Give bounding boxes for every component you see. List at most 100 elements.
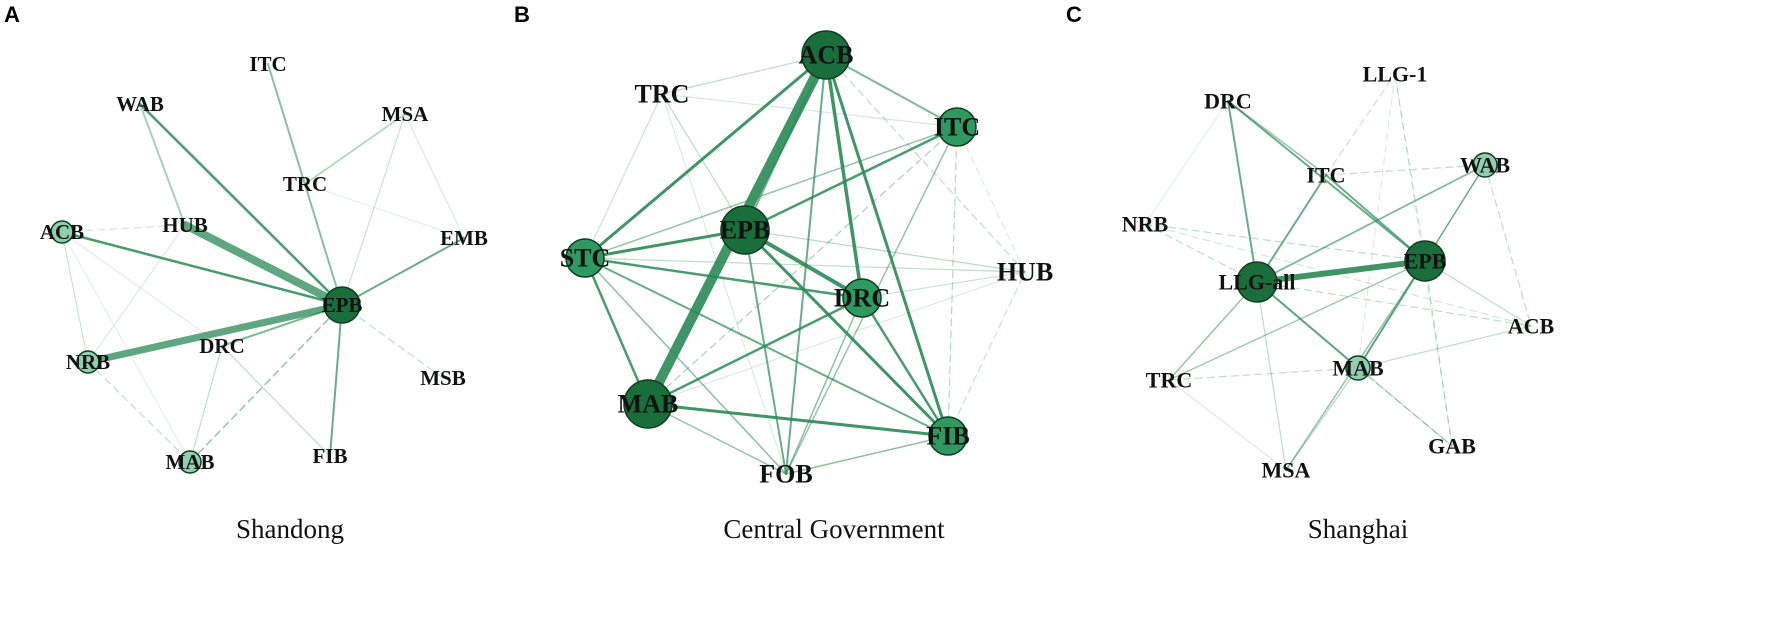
edge-llgall-epb bbox=[1254, 258, 1428, 285]
node-label-drc: DRC bbox=[199, 334, 245, 358]
edges-shandong bbox=[60, 63, 465, 463]
edge-wab-acb bbox=[1484, 164, 1532, 327]
edge-hub-nrb bbox=[87, 224, 186, 363]
node-label-trc: TRC bbox=[283, 172, 327, 196]
edge-nrb-drc bbox=[1144, 100, 1229, 225]
node-epb: EPB bbox=[322, 286, 363, 324]
node-label-gab: GAB bbox=[1428, 434, 1476, 459]
node-itc: ITC bbox=[249, 52, 286, 76]
edge-trc-msa bbox=[304, 113, 406, 185]
node-circle-acb bbox=[50, 220, 74, 244]
node-llgall: LLG-all bbox=[1218, 261, 1296, 303]
caption-central-government: Central Government bbox=[723, 514, 945, 544]
edge-fib-epb bbox=[329, 304, 343, 457]
panel-letter-c: C bbox=[1066, 2, 1082, 27]
edge-acb-hub bbox=[61, 224, 186, 233]
edge-trc-msa bbox=[1168, 379, 1287, 471]
edge-itc-epb bbox=[267, 63, 343, 306]
node-trc: TRC bbox=[1146, 368, 1192, 393]
node-circle-llgall bbox=[1236, 261, 1278, 303]
edge-stc-mab bbox=[583, 256, 650, 406]
edge-acb-mab bbox=[61, 231, 191, 463]
edge-emb-epb bbox=[341, 237, 465, 306]
node-itc: ITC bbox=[934, 107, 980, 147]
edge-acb-drc bbox=[824, 53, 864, 300]
node-label-trc: TRC bbox=[635, 80, 690, 109]
node-acb: ACB bbox=[40, 220, 84, 244]
edge-itc-fib bbox=[947, 126, 958, 437]
edge-stc-fib bbox=[584, 257, 949, 437]
edge-trc-itc bbox=[661, 93, 958, 128]
edge-llgall-drc bbox=[1227, 100, 1258, 283]
edge-drc-fib bbox=[221, 345, 331, 457]
edge-itc-llg1 bbox=[1325, 73, 1396, 176]
node-label-nrb: NRB bbox=[1122, 212, 1169, 237]
node-label-epb: EPB bbox=[1404, 249, 1447, 274]
edge-llgall-mab bbox=[1256, 281, 1359, 369]
edge-itc-stc bbox=[584, 126, 958, 259]
node-mab: MAB bbox=[618, 379, 678, 429]
node-fib: FIB bbox=[926, 416, 970, 456]
node-label-acb: ACB bbox=[799, 41, 854, 70]
node-stc: STC bbox=[560, 238, 610, 278]
node-circle-drc bbox=[842, 278, 882, 318]
edge-acb-stc bbox=[583, 53, 828, 260]
node-label-itc: ITC bbox=[249, 52, 286, 76]
node-label-fib: FIB bbox=[312, 444, 347, 468]
node-acb: ACB bbox=[1508, 314, 1555, 339]
edge-trc-fob bbox=[661, 93, 787, 475]
node-label-fib: FIB bbox=[926, 422, 969, 451]
edge-llg1-gab bbox=[1394, 73, 1453, 447]
edge-epb-drc bbox=[1227, 100, 1426, 262]
edge-acb-trc bbox=[661, 54, 827, 95]
node-trc: TRC bbox=[283, 172, 327, 196]
node-label-mab: MAB bbox=[1332, 356, 1384, 381]
node-label-itc: ITC bbox=[934, 113, 980, 142]
edge-drc-fob bbox=[785, 297, 863, 475]
edge-itc-epb bbox=[743, 125, 959, 232]
node-label-wab: WAB bbox=[116, 92, 164, 116]
edge-epb-gab bbox=[1424, 260, 1453, 447]
node-circle-stc bbox=[565, 238, 605, 278]
edge-llgall-trc bbox=[1168, 281, 1258, 381]
edge-stc-drc bbox=[583, 256, 864, 300]
node-epb: EPB bbox=[1404, 240, 1447, 282]
node-nrb: NRB bbox=[1122, 212, 1169, 237]
edge-llgall-wab bbox=[1256, 164, 1486, 283]
edge-epb-llg1 bbox=[1394, 73, 1426, 262]
node-msa: MSA bbox=[1262, 458, 1311, 483]
edge-acb-hub bbox=[825, 54, 1026, 273]
node-fib: FIB bbox=[312, 444, 347, 468]
edges-shanghai bbox=[1144, 73, 1532, 471]
edge-drc-mab bbox=[189, 345, 223, 463]
node-label-wab: WAB bbox=[1460, 153, 1510, 178]
edge-wab-epb bbox=[138, 102, 344, 307]
node-drc: DRC bbox=[199, 334, 245, 358]
edge-trc-stc bbox=[584, 93, 663, 259]
edge-hub-itc bbox=[956, 126, 1026, 273]
edge-epb-trc bbox=[1168, 260, 1426, 381]
edge-wab-hub bbox=[139, 103, 186, 226]
node-mab: MAB bbox=[166, 450, 215, 474]
edge-llgall-nrb bbox=[1144, 223, 1258, 283]
edge-hub-mab bbox=[647, 271, 1026, 405]
node-circle-mab bbox=[1345, 355, 1371, 381]
edge-drc-epb bbox=[221, 304, 343, 347]
node-label-trc: TRC bbox=[1146, 368, 1192, 393]
edge-acb-fib bbox=[824, 53, 950, 438]
node-label-hub: HUB bbox=[997, 258, 1053, 287]
node-circle-mab bbox=[623, 379, 673, 429]
edge-itc-wab bbox=[1325, 164, 1486, 176]
edge-llgall-msa bbox=[1256, 281, 1287, 471]
edge-mab-fib bbox=[646, 402, 950, 438]
node-label-nrb: NRB bbox=[66, 350, 110, 374]
node-circle-mab bbox=[178, 450, 202, 474]
node-wab: WAB bbox=[1460, 152, 1510, 178]
node-label-epb: EPB bbox=[720, 216, 771, 245]
node-label-epb: EPB bbox=[322, 293, 363, 317]
edge-stc-fob bbox=[584, 257, 787, 475]
node-gab: GAB bbox=[1428, 434, 1476, 459]
